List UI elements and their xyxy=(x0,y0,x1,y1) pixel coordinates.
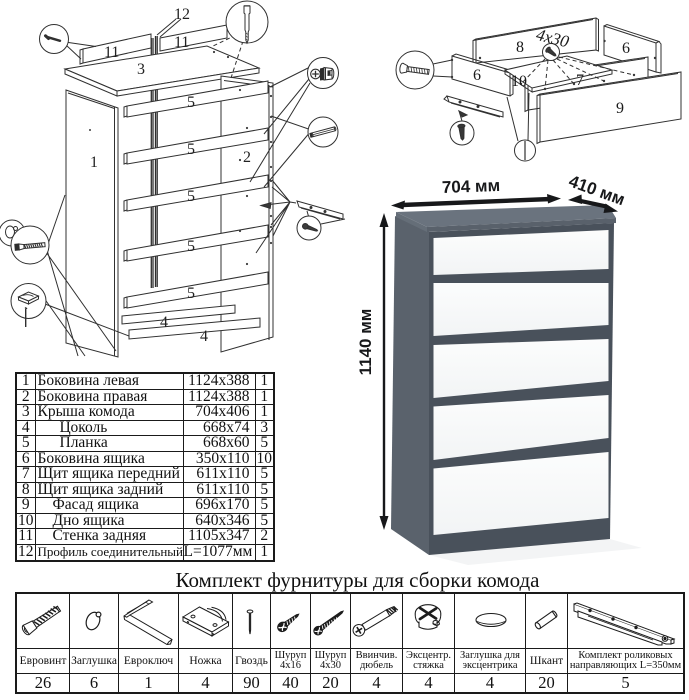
svg-text:6: 6 xyxy=(473,67,481,84)
svg-text:4: 4 xyxy=(200,328,208,345)
svg-text:1: 1 xyxy=(90,154,98,171)
svg-text:3: 3 xyxy=(137,61,145,78)
svg-text:7: 7 xyxy=(576,72,584,89)
svg-text:11: 11 xyxy=(104,44,119,61)
svg-text:2: 2 xyxy=(243,149,251,166)
svg-text:8: 8 xyxy=(516,39,524,56)
svg-text:5: 5 xyxy=(187,285,195,302)
svg-text:10: 10 xyxy=(511,73,527,90)
svg-text:1140 мм: 1140 мм xyxy=(356,309,375,376)
svg-text:6: 6 xyxy=(622,40,630,57)
svg-text:5: 5 xyxy=(187,141,195,158)
svg-text:11: 11 xyxy=(174,34,189,51)
svg-text:704 мм: 704 мм xyxy=(442,176,501,197)
svg-text:5: 5 xyxy=(187,94,195,111)
svg-text:5: 5 xyxy=(187,188,195,205)
svg-text:5: 5 xyxy=(187,238,195,255)
svg-text:9: 9 xyxy=(616,100,624,117)
svg-text:4: 4 xyxy=(160,314,168,331)
svg-text:12: 12 xyxy=(174,6,190,23)
